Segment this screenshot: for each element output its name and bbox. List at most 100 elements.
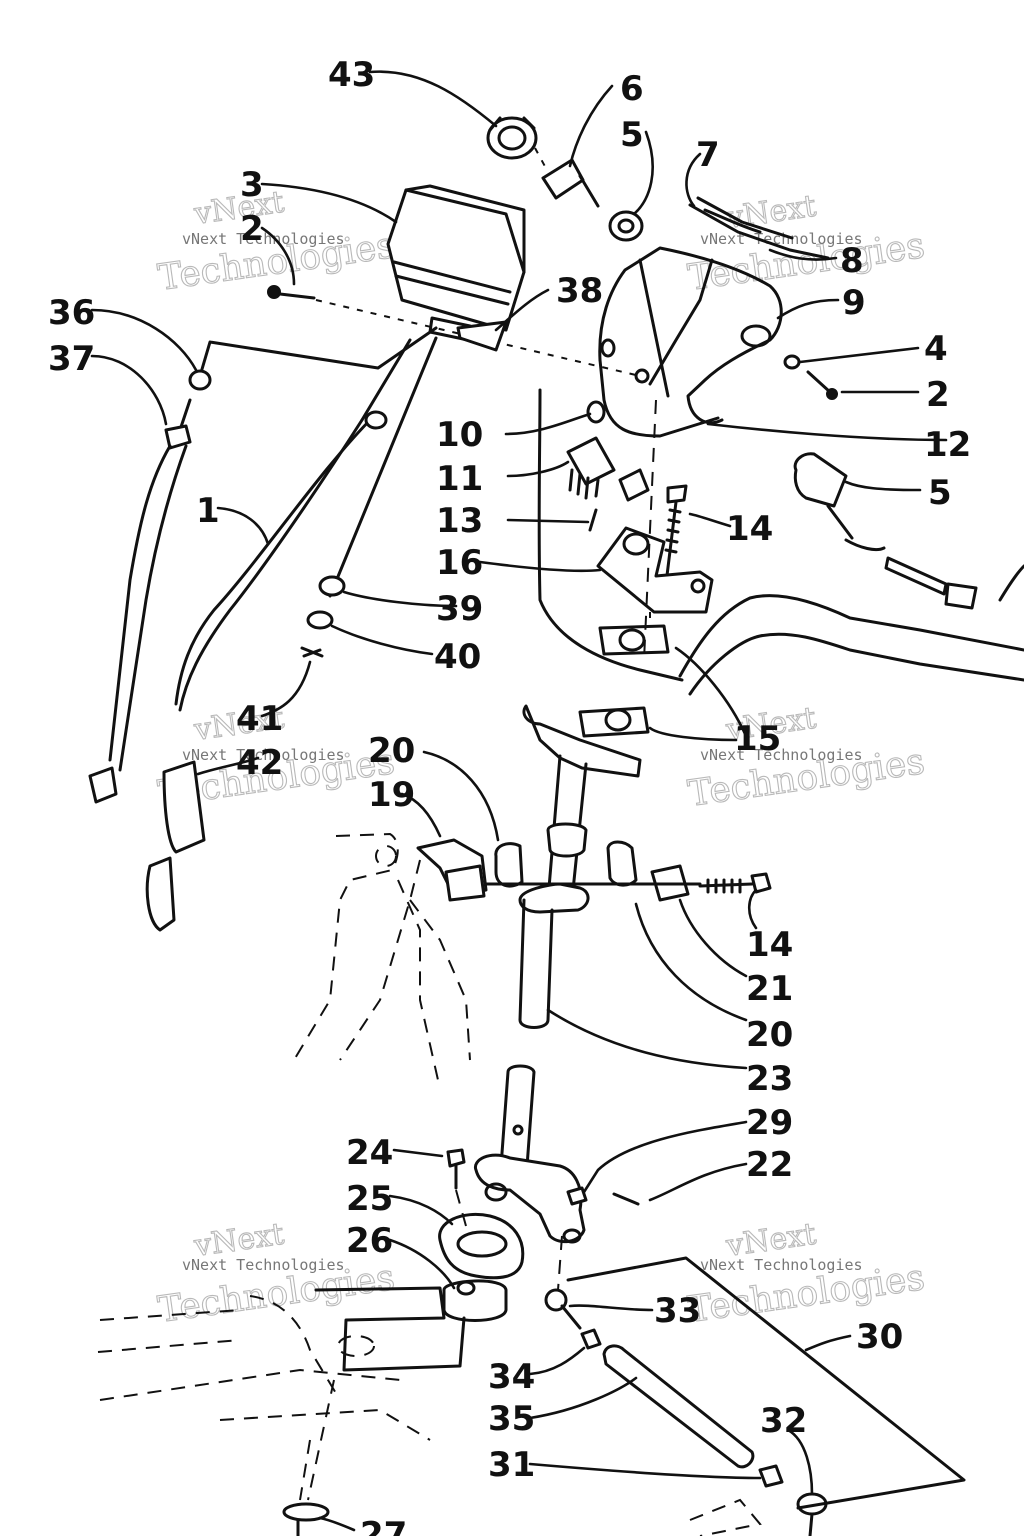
part-spindle-outline [689,1498,762,1536]
callout-40: 40 [434,637,481,677]
part-clamp-upper [598,624,670,656]
part-bracket-19 [416,838,488,902]
callout-42: 42 [236,743,283,783]
watermark-big-top: vNext [723,189,818,236]
part-clip-right [606,840,638,887]
callout-38: 38 [556,271,603,311]
part-bezel-ring [486,116,538,160]
callout-14-lower: 14 [746,925,793,965]
part-light-harness [88,326,438,804]
callout-7: 7 [696,135,720,175]
part-tie-rod [602,1344,755,1469]
part-ignition-key [534,147,600,208]
leader-lines [90,70,948,1532]
watermark-script-line: vNext Technologies [700,746,863,764]
callout-23: 23 [746,1059,793,1099]
callout-12: 12 [924,425,971,465]
callout-37: 37 [48,339,95,379]
watermark-script-line: vNext Technologies [182,1256,345,1274]
callout-21: 21 [746,969,793,1009]
callout-20-lower: 20 [746,1015,793,1055]
callout-31: 31 [488,1445,535,1485]
part-screw-upper-left [267,285,316,300]
part-console-pod [598,246,783,438]
watermark-top-right: vNext Technologies vNext Technologies [685,188,928,299]
callout-9: 9 [842,283,866,323]
part-bushing-26 [442,1279,508,1322]
kit-bracket-30 [566,1256,966,1510]
callout-2-right: 2 [926,375,950,415]
callout-14-upper: 14 [726,509,773,549]
part-steering-post [518,704,642,1029]
part-nut-31 [758,1464,784,1488]
callout-41: 41 [236,699,283,739]
chassis-outline-left [293,832,471,1081]
part-rod-end-33 [544,1288,582,1330]
part-grip-42 [145,760,206,932]
part-speedo-cable [174,336,438,712]
callout-10: 10 [436,415,483,455]
watermark-big-top: vNext [191,185,286,232]
part-clip-left [494,842,524,888]
callout-43: 43 [328,55,375,95]
callout-13: 13 [436,501,483,541]
callout-8: 8 [840,241,864,281]
part-screw-right [806,370,838,400]
callout-4: 4 [924,329,948,369]
chassis-outline-lower [97,1295,431,1501]
watermark-script-line: vNext Technologies [700,230,863,248]
part-bulb [586,400,606,424]
part-switch-block [566,436,616,500]
watermark-script-line: vNext Technologies [700,1256,863,1274]
part-washer-39 [318,575,346,597]
part-grommet-top [608,210,644,242]
callout-24: 24 [346,1133,393,1173]
linkage-line-lower [314,1286,466,1372]
part-clip-41 [300,646,324,658]
callout-2-upper: 2 [240,209,264,249]
watermark-mid-right: vNext Technologies vNext Technologies [685,700,928,815]
part-nut-29 [566,1186,588,1206]
callout-6: 6 [620,69,644,109]
part-mount-bracket [596,526,714,614]
callout-labels: 43 6 5 7 3 2 8 38 9 36 37 4 2 10 12 11 5… [48,55,971,1536]
callout-27: 27 [360,1515,407,1536]
callout-34: 34 [488,1357,535,1397]
part-connector-12 [618,468,650,502]
watermark-script-line: vNext Technologies [182,746,345,764]
part-meter-bracket [456,320,508,352]
callout-5-right: 5 [928,473,952,513]
callout-35: 35 [488,1399,535,1439]
part-nut-40 [306,610,334,630]
part-speedometer-head [386,184,526,342]
part-rod-end-32 [796,1492,828,1536]
callout-15: 15 [734,719,781,759]
callout-33: 33 [654,1291,701,1331]
callout-3: 3 [240,165,264,205]
callout-39: 39 [436,589,483,629]
part-screw-13 [588,508,598,532]
callout-22: 22 [746,1145,793,1185]
callout-32: 32 [760,1401,807,1441]
part-bolt-24 [446,1148,466,1190]
part-washer-right [783,354,801,370]
callout-29: 29 [746,1103,793,1143]
part-cup-27 [282,1502,330,1536]
part-pin-22 [612,1192,640,1206]
callout-30: 30 [856,1317,903,1357]
part-bolt-lower [698,872,772,894]
part-nut-34 [580,1328,602,1350]
callout-1: 1 [196,491,220,531]
watermark-script-line: vNext Technologies [182,230,345,248]
part-clamp-lower [578,706,650,738]
callout-19: 19 [368,775,415,815]
part-trim-piece [688,196,830,260]
callout-5-top: 5 [620,115,644,155]
axis-lines [307,399,657,1501]
callout-11: 11 [436,459,483,499]
watermark-bottom-right: vNext Technologies vNext Technologies [685,1216,928,1331]
callout-16: 16 [436,543,483,583]
part-switch-right [793,452,978,610]
part-bearing-flange [438,1213,525,1280]
